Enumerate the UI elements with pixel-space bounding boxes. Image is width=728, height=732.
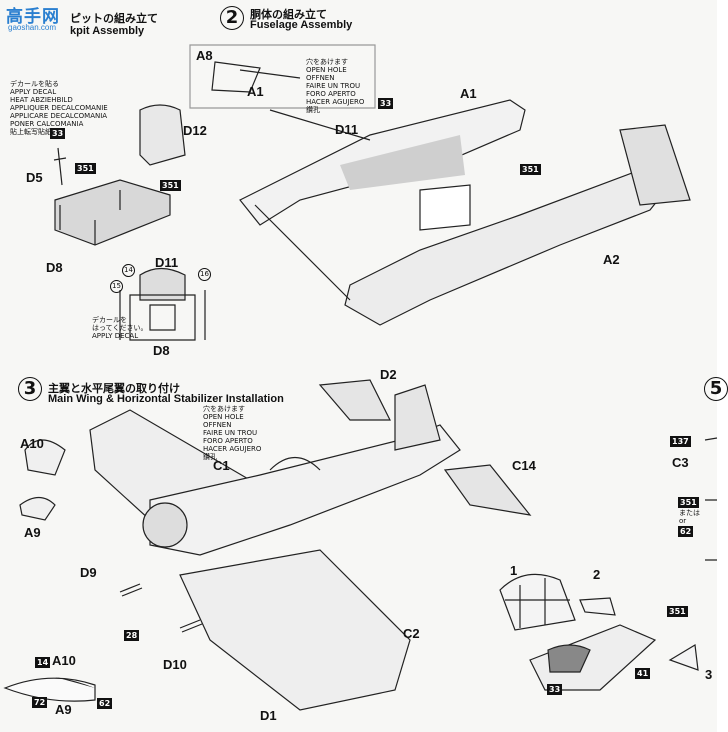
step5-number: 5 bbox=[704, 377, 728, 401]
paint-badge-33: 33 bbox=[547, 684, 563, 695]
paint-badge-33: 33 bbox=[50, 128, 66, 139]
nose-a10-shape bbox=[24, 439, 66, 476]
step1-header-jp: ピットの組み立て bbox=[70, 13, 158, 25]
step2-open-hole-note: 穴をあけます OPEN HOLE OFFNEN FAIRE UN TROU FO… bbox=[306, 58, 365, 114]
part-a10b-label: A10 bbox=[52, 653, 76, 668]
step3-header-jp: 主翼と水平尾翼の取り付け bbox=[48, 383, 180, 395]
canopy-2-shape bbox=[579, 597, 616, 616]
part-d2-label: D2 bbox=[380, 367, 397, 382]
cockpit-floor-d8-shape bbox=[54, 179, 171, 246]
paint-badge-351: 351 bbox=[520, 164, 541, 175]
cockpit-frame-d8-shape bbox=[129, 294, 196, 341]
instrument-panel-d11-shape bbox=[139, 267, 186, 301]
canopy-part-2-label: 2 bbox=[593, 567, 601, 582]
step3-header-en: Main Wing & Horizontal Stabilizer Instal… bbox=[48, 393, 284, 405]
fuselage-a2-half bbox=[344, 169, 671, 326]
watermark-logo: 高手网 gaoshan.com bbox=[4, 2, 68, 34]
nose-a10b-shape bbox=[3, 677, 96, 702]
paint-badge-351: 351 bbox=[678, 497, 699, 508]
pin-d5-shape bbox=[53, 147, 67, 186]
paint-badge-62: 62 bbox=[97, 698, 113, 709]
paint-badge-351: 351 bbox=[667, 606, 688, 617]
spring-d9-shape bbox=[119, 583, 143, 597]
part-c3-label: C3 bbox=[672, 455, 689, 470]
step5-fragment bbox=[704, 437, 718, 561]
paint-badge-33: 33 bbox=[378, 98, 394, 109]
part-a1-inset-label: A1 bbox=[247, 84, 264, 99]
paint-badge-351b: 351 bbox=[160, 180, 181, 191]
step3-open-hole-note: 穴をあけます OPEN HOLE OFFNEN FAIRE UN TROU FO… bbox=[203, 405, 262, 461]
paint-badge-28: 28 bbox=[124, 630, 140, 641]
seat-d12-shape bbox=[139, 104, 186, 166]
spring-d10-shape bbox=[179, 619, 203, 633]
part-a9-label: A9 bbox=[24, 525, 41, 540]
part-a2-label: A2 bbox=[603, 252, 620, 267]
paint-badge-14: 14 bbox=[35, 657, 51, 668]
stabilizer-c14 bbox=[443, 464, 532, 516]
vertical-tail bbox=[394, 384, 441, 451]
cockpit-sill-shape bbox=[529, 624, 657, 691]
part-d8b-label: D8 bbox=[153, 343, 170, 358]
part-d1-label: D1 bbox=[260, 708, 277, 723]
watermark-sub: gaoshan.com bbox=[8, 23, 57, 32]
fuselage-body bbox=[149, 424, 461, 556]
part-a9b-label: A9 bbox=[55, 702, 72, 717]
part-a8-label: A8 bbox=[196, 48, 213, 63]
part-d9-label: D9 bbox=[80, 565, 97, 580]
stabilizer-d2 bbox=[318, 379, 391, 421]
part-a10-label: A10 bbox=[20, 436, 44, 451]
cockpit-canopy-outline bbox=[269, 456, 321, 471]
step2-inset-frame bbox=[189, 44, 376, 109]
part-circle-14: 14 bbox=[122, 264, 135, 277]
paint-badge-72: 72 bbox=[32, 697, 48, 708]
part-d5-label: D5 bbox=[26, 170, 43, 185]
canopy-1-shape bbox=[499, 573, 576, 631]
part-d11-label: D11 bbox=[335, 122, 359, 137]
step1-decal-note-2: デカールを はってください。 APPLY DECAL bbox=[92, 316, 148, 340]
canopy-3-shape bbox=[668, 644, 699, 671]
watermark-brand: 高手网 bbox=[6, 7, 60, 27]
step1-header-en: kpit Assembly bbox=[70, 25, 145, 37]
part-d11-label: D11 bbox=[155, 255, 179, 270]
part-c14-label: C14 bbox=[512, 458, 536, 473]
step1-decal-note: デカールを貼る APPLY DECAL HEAT ABZIEHBILD APPL… bbox=[10, 80, 108, 136]
nose-a9-shape bbox=[19, 496, 56, 521]
part-circle-16: 16 bbox=[198, 268, 211, 281]
canopy-part-1-label: 1 bbox=[510, 563, 518, 578]
part-c2-label: C2 bbox=[403, 626, 420, 641]
step3-number: 3 bbox=[18, 377, 42, 401]
part-c1-label: C1 bbox=[213, 458, 230, 473]
paint-badge-351: 351 bbox=[75, 163, 96, 174]
wing-c2 bbox=[179, 549, 411, 711]
step2-number: 2 bbox=[220, 6, 244, 30]
part-circle-15: 15 bbox=[110, 280, 123, 293]
part-a1-label: A1 bbox=[460, 86, 477, 101]
step5-or-text: または or bbox=[679, 509, 700, 525]
part-d8-label: D8 bbox=[46, 260, 63, 275]
step2-header-en: Fuselage Assembly bbox=[250, 19, 353, 31]
part-d12-label: D12 bbox=[183, 123, 207, 138]
canopy-part-3-label: 3 bbox=[705, 667, 713, 682]
fuselage-shading bbox=[340, 135, 465, 190]
paint-badge-41: 41 bbox=[635, 668, 651, 679]
paint-badge-137: 137 bbox=[670, 436, 691, 447]
paint-badge-62: 62 bbox=[678, 526, 694, 537]
part-d10-label: D10 bbox=[163, 657, 187, 672]
step2-header-jp: 胴体の組み立て bbox=[250, 9, 327, 21]
